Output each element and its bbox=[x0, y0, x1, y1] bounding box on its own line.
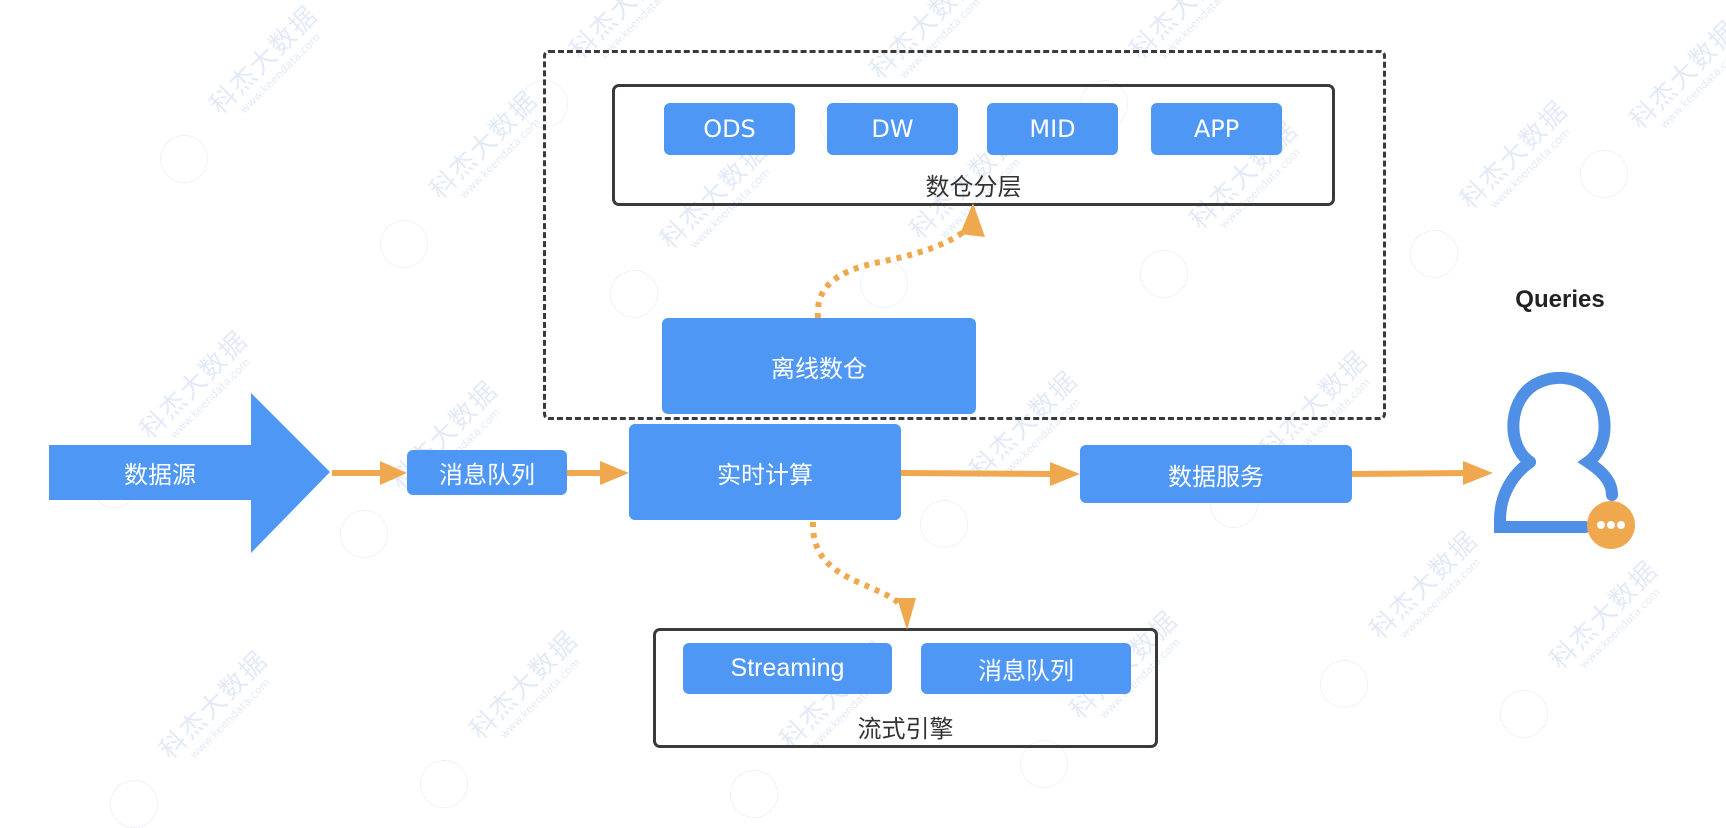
arrow-service-to-user bbox=[1351, 470, 1469, 477]
offline-warehouse-node[interactable]: 离线数仓 bbox=[662, 318, 976, 414]
offline-warehouse-zone bbox=[543, 50, 1386, 420]
data-source-label: 数据源 bbox=[124, 461, 196, 489]
arrowhead-realtime-to-stream bbox=[897, 598, 916, 630]
layer-app[interactable]: APP bbox=[1151, 103, 1282, 155]
layer-mid[interactable]: MID bbox=[987, 103, 1118, 155]
warehouse-layers-label: 数仓分层 bbox=[925, 173, 1022, 201]
data-service-node[interactable]: 数据服务 bbox=[1080, 445, 1352, 503]
layer-dw[interactable]: DW bbox=[827, 103, 958, 155]
arrowhead-mq-to-realtime bbox=[600, 461, 629, 485]
arrowhead-source-to-mq bbox=[380, 461, 407, 485]
user-head-outline bbox=[1507, 371, 1618, 501]
user-body-outline bbox=[1494, 456, 1591, 533]
arrowhead-realtime-to-service bbox=[1050, 462, 1080, 486]
stream-engine-label: 流式引擎 bbox=[857, 715, 954, 743]
data-source-arrow[interactable] bbox=[49, 393, 330, 553]
message-queue-node[interactable]: 消息队列 bbox=[407, 450, 567, 495]
arrowhead-service-to-user bbox=[1463, 461, 1493, 485]
arrowhead-offline-to-layers bbox=[960, 203, 985, 237]
dotted-arrow-realtime-to-stream bbox=[809, 521, 903, 607]
diagram-connectors bbox=[49, 203, 1635, 630]
dotted-arrow-offline-to-layers bbox=[814, 225, 971, 319]
stream-engine-group: 流式引擎 bbox=[653, 628, 1158, 748]
layer-ods[interactable]: ODS bbox=[664, 103, 795, 155]
user-chat-icon[interactable] bbox=[1494, 371, 1635, 549]
stream-item-streaming[interactable]: Streaming bbox=[683, 643, 892, 694]
data-source-arrow-shape bbox=[49, 393, 330, 553]
queries-label: Queries bbox=[1515, 286, 1605, 313]
realtime-compute-node[interactable]: 实时计算 bbox=[629, 424, 901, 520]
arrow-realtime-to-service bbox=[900, 470, 1056, 477]
stream-item-message-queue[interactable]: 消息队列 bbox=[921, 643, 1131, 694]
